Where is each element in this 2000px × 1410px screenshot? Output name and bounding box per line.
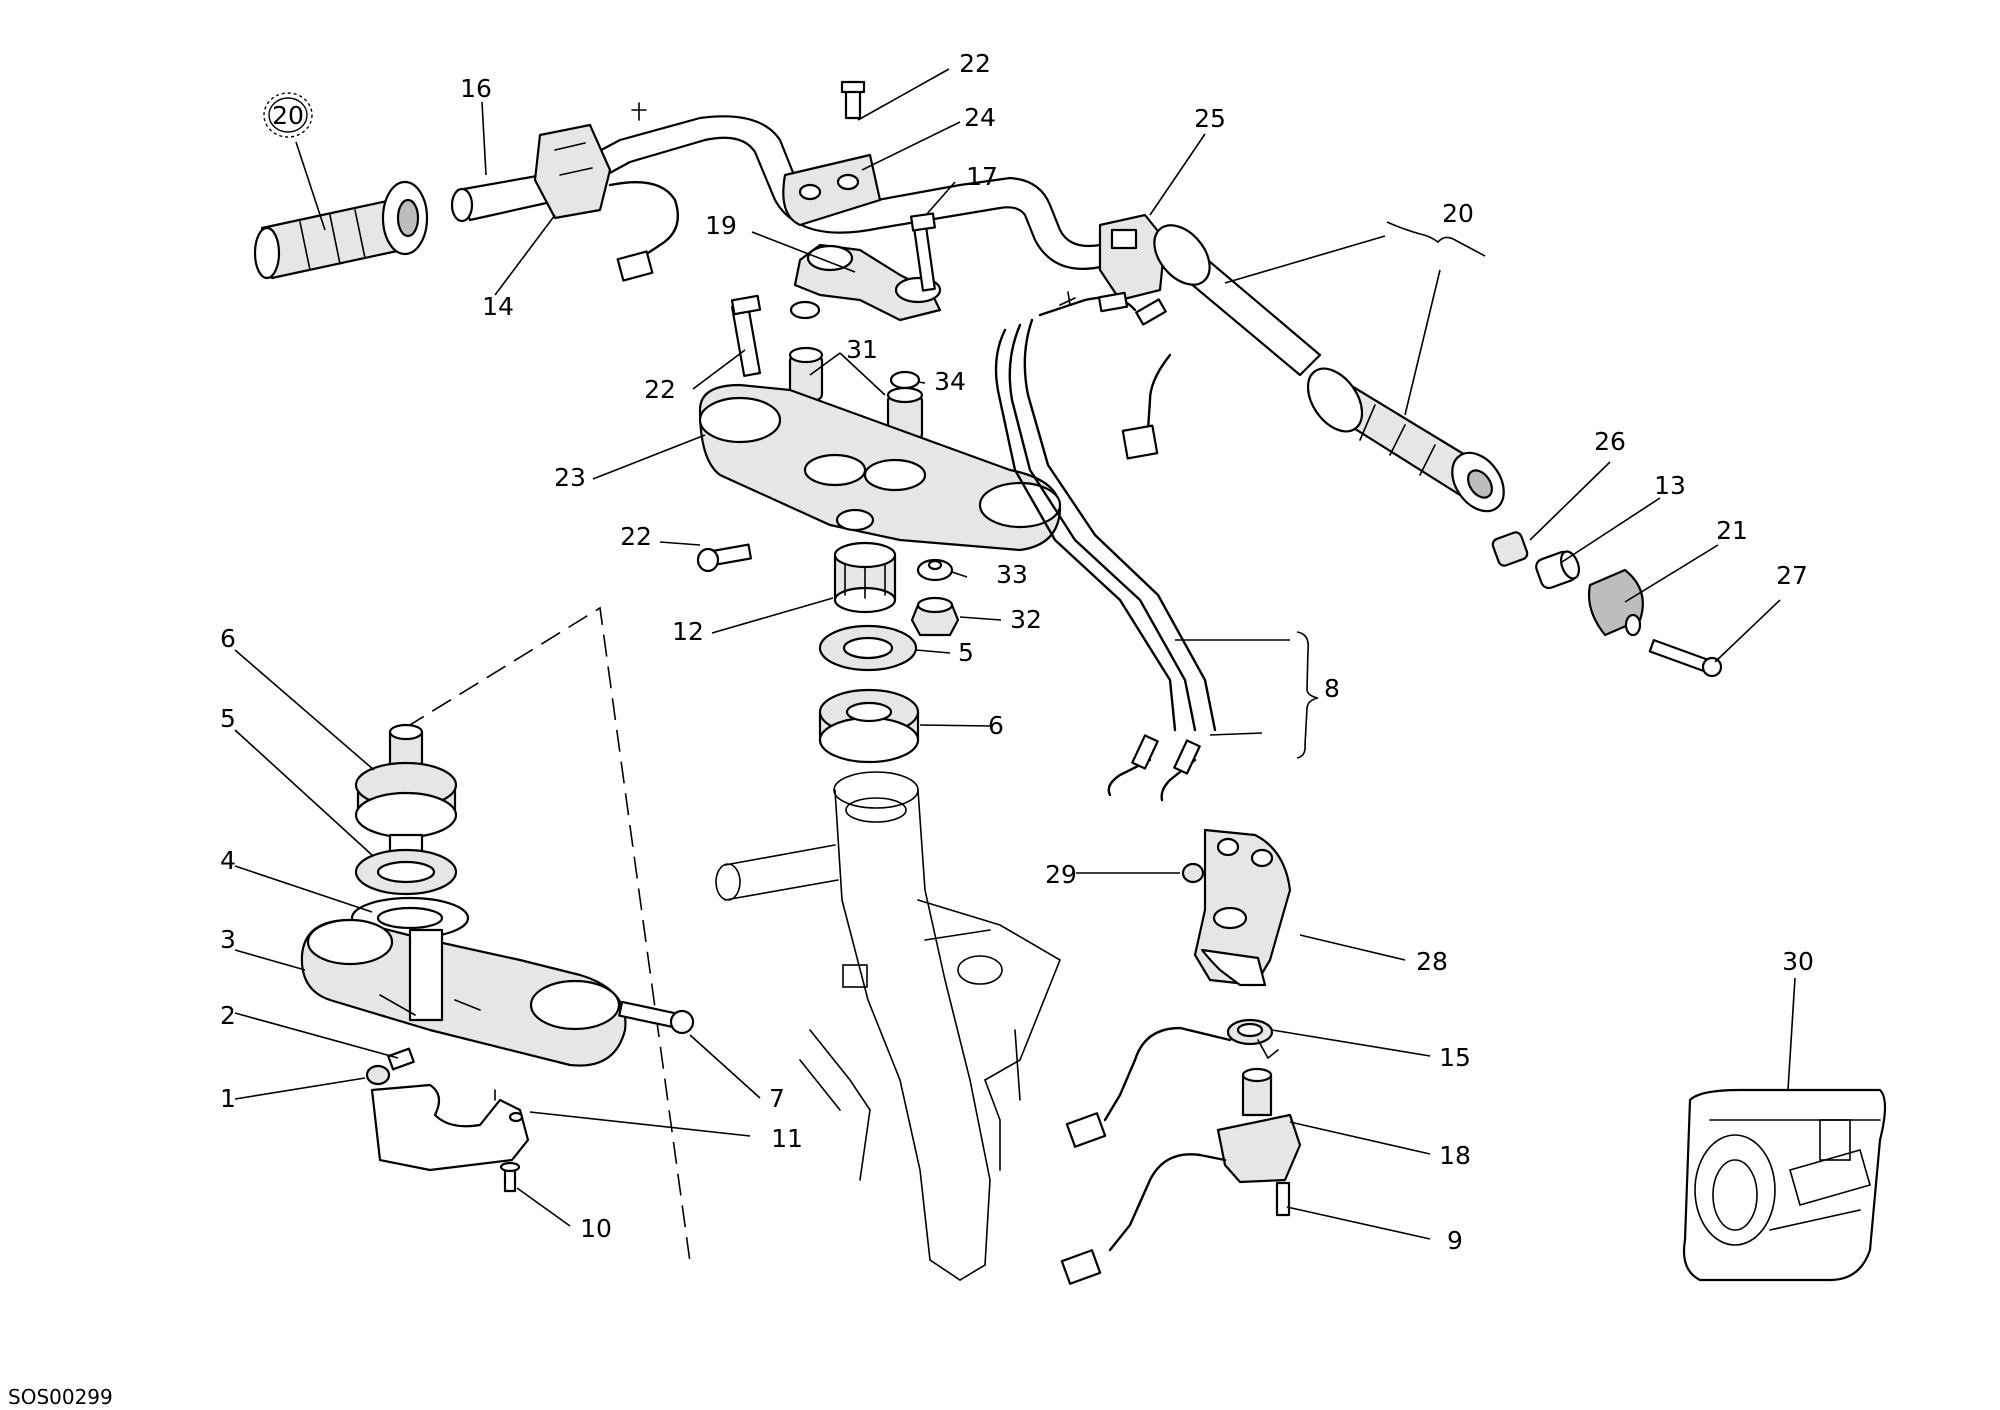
ignition-switch [1216, 1067, 1302, 1217]
plate-screw [499, 1161, 521, 1193]
callout-1: 1 [220, 1084, 236, 1113]
callout-6-right: 6 [988, 711, 1004, 740]
bracket-screw [1181, 862, 1205, 884]
handlebar-clamp [782, 80, 882, 227]
callout-21: 21 [1716, 516, 1748, 545]
callout-30: 30 [1782, 947, 1814, 976]
callout-6-left: 6 [220, 624, 236, 653]
callout-31: 31 [846, 335, 878, 364]
callout-15: 15 [1439, 1043, 1471, 1072]
bearing-right [818, 688, 920, 764]
frame-head-tube [715, 771, 1061, 1281]
callout-12: 12 [672, 617, 704, 646]
clamp-pinch-bolt [696, 543, 753, 573]
lower-clamp-bolt [618, 1000, 695, 1035]
callout-13: 13 [1654, 471, 1686, 500]
callout-32: 32 [1010, 605, 1042, 634]
callout-25: 25 [1194, 104, 1226, 133]
left-grip [253, 180, 429, 280]
callout-9: 9 [1447, 1226, 1463, 1255]
small-nut-and-pin [365, 1047, 415, 1086]
callout-22-mid: 22 [644, 375, 676, 404]
steering-stem-nut [833, 541, 897, 614]
stem-nut-washer [910, 558, 960, 637]
right-switch-assembly [1059, 213, 1167, 306]
bar-end-parts [1491, 531, 1723, 678]
ignition-cover-inset [1682, 1088, 1887, 1282]
callout-4: 4 [220, 846, 236, 875]
dust-seal-left [354, 848, 458, 896]
callout-18: 18 [1439, 1141, 1471, 1170]
callout-20-right: 20 [1442, 199, 1474, 228]
wiring-harness [994, 291, 1217, 802]
callout-23: 23 [554, 463, 586, 492]
ignition-wiring [1060, 1026, 1232, 1285]
callout-27: 27 [1776, 561, 1808, 590]
upper-triple-clamp [698, 383, 1062, 552]
dashed-guide-line [404, 606, 691, 1263]
callout-8: 8 [1324, 674, 1340, 703]
leader-lines [234, 68, 1796, 1240]
callout-20-circled: 20 [272, 101, 304, 130]
ignition-bracket [1193, 828, 1292, 987]
callout-34: 34 [934, 367, 966, 396]
lower-triple-clamp [300, 918, 627, 1067]
callout-5-right: 5 [958, 638, 974, 667]
ignition-ring [1226, 1018, 1279, 1060]
callout-2: 2 [220, 1001, 236, 1030]
callout-24: 24 [964, 103, 996, 132]
callout-33: 33 [996, 560, 1028, 589]
callout-10: 10 [580, 1214, 612, 1243]
callout-5-left: 5 [220, 704, 236, 733]
callout-numbers: 20 16 14 22 24 17 19 25 20 22 31 34 23 2… [220, 49, 1814, 1255]
callout-22-top: 22 [959, 49, 991, 78]
steering-lock-plate [370, 1083, 530, 1172]
riser-bolt [730, 294, 762, 377]
circled-callout-marker [263, 92, 313, 138]
dust-seal-right [818, 624, 918, 672]
callout-19: 19 [705, 211, 737, 240]
callout-14: 14 [482, 292, 514, 321]
drawing-code: SOS00299 [8, 1385, 113, 1409]
callout-26: 26 [1594, 427, 1626, 456]
callout-22-low: 22 [620, 522, 652, 551]
callout-11: 11 [771, 1124, 803, 1153]
callout-7: 7 [769, 1084, 785, 1113]
callout-28: 28 [1416, 947, 1448, 976]
callout-3: 3 [220, 925, 236, 954]
left-switch-assembly [533, 102, 680, 282]
riser-bracket [793, 212, 942, 322]
callout-29: 29 [1045, 860, 1077, 889]
callout-16: 16 [460, 74, 492, 103]
callout-17: 17 [966, 162, 998, 191]
right-grip [1153, 224, 1505, 513]
